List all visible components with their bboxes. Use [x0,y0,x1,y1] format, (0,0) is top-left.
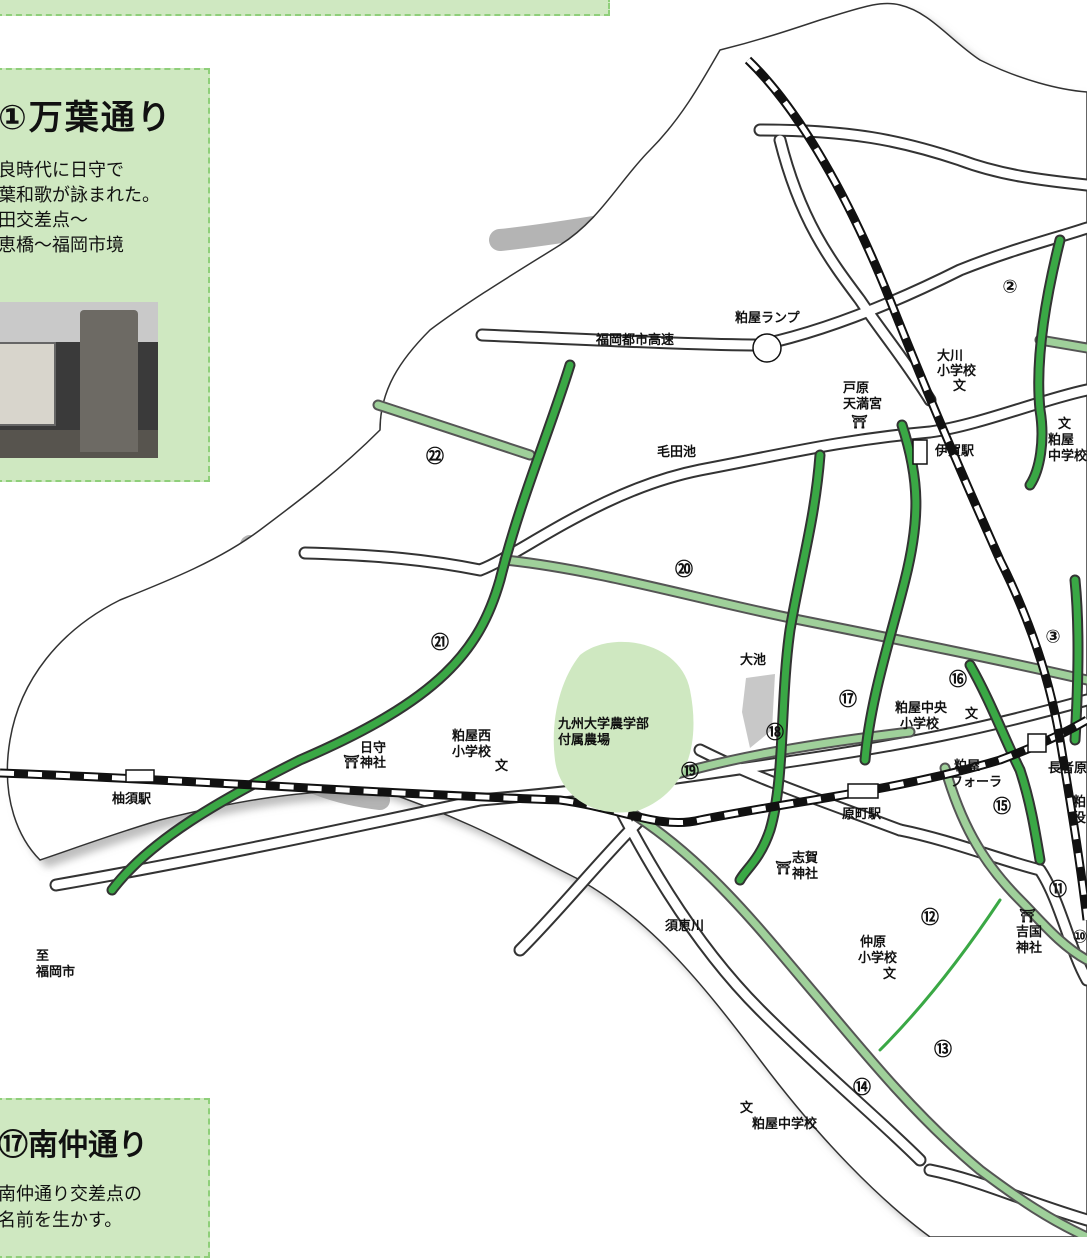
label-tobara-torii: ⛩ [851,414,868,430]
label-himori-torii: ⛩ [343,754,360,770]
label-forum-2: フォーラ [950,775,1002,790]
label-yusu-station: 柚須駅 [112,791,152,807]
stations [125,333,1047,799]
label-okawa-1: 大川 [937,348,963,364]
iga-station-mark [912,439,928,465]
label-lamp: 粕屋ランプ [735,310,801,326]
label-ohike: 大池 [740,652,766,668]
lamp-interchange [752,333,782,363]
manyo-description: 良時代に日守で 葉和歌が詠まれた。 田交差点～ 恵橋～福岡市境 [0,160,160,256]
minaminaka-description: 南仲通り交差点の 名前を生かす。 [0,1184,142,1231]
route-16-label: ⑯ [949,669,967,691]
route-11-label: ⑪ [1049,879,1067,901]
label-farm-2: 付属農場 [558,732,610,748]
label-keda-pond: 毛田池 [657,444,696,460]
label-farm-1: 九州大学農学部 [557,716,649,732]
manyo-monument-photo [0,302,158,458]
label-kasuya-jhs-2: 中学校 [1048,448,1087,464]
label-kasuya-nishi-bun: 文 [495,758,509,774]
label-chojabaru: 長者原 [1048,760,1087,776]
label-shiga-torii: ⛩ [775,860,792,876]
route-15-label: ⑮ [993,796,1011,818]
label-tobara-1: 戸原 [843,381,869,396]
label-forum-1: 粕屋 [954,758,980,774]
railways [0,56,1087,921]
label-shiga-2: 神社 [792,866,818,882]
label-to-fukuoka-2: 福岡市 [35,964,75,980]
label-expressway: 福岡都市高速 [595,332,674,348]
route-20-label: ⑳ [675,559,693,581]
route-number-labels: ② ③ ⑩ ⑪ ⑫ ⑬ ⑭ ⑮ ⑯ ⑰ ⑱ ⑲ ⑳ ㉑ ㉒ [426,277,1087,1099]
label-nakabaru-1: 仲原 [860,934,886,950]
label-nakabaru-2: 小学校 [858,950,898,966]
manyo-info-panel: ①万葉通り 良時代に日守で 葉和歌が詠まれた。 田交差点～ 恵橋～福岡市境 [0,68,210,482]
label-tobara-2: 天満宮 [843,396,882,412]
farm-area [553,641,694,813]
label-yoshikuni-1: 吉国 [1016,925,1042,940]
land-mass [6,2,1087,1237]
route-12-label: ⑫ [921,907,939,929]
label-yakuba-2: 役 [1073,810,1086,826]
label-kasuya-jhs-1: 粕屋 [1048,432,1074,448]
label-kasuya-jhs-bun: 文 [1058,416,1072,432]
label-okawa-2: 小学校 [937,363,977,379]
route-2-label: ② [1002,277,1017,298]
manyo-number-icon: ① [0,98,29,138]
label-kasuya-nishi-1: 粕屋西 [452,728,491,744]
label-shiga-1: 志賀 [792,850,818,866]
manyo-title: ①万葉通り [0,98,173,138]
label-sue-river: 須恵川 [664,918,704,934]
route-14-label: ⑭ [853,1077,871,1099]
route-18-label: ⑱ [766,722,784,744]
route-13-label: ⑬ [934,1039,952,1061]
label-kasuya-chuo-bun: 文 [965,706,979,722]
chojabaru-station-mark [1027,733,1047,753]
label-himori-1: 日守 [360,740,386,756]
label-kasuya-nishi-2: 小学校 [452,744,492,760]
routes-green [106,234,1084,1052]
route-22-label: ㉒ [426,446,444,468]
route-17-label: ⑰ [839,689,857,711]
roads-white [49,123,1087,1227]
label-yoshikuni-2: 神社 [1016,940,1042,956]
map-labels: 粕屋ランプ 福岡都市高速 大川 小学校 文 戸原 天満宮 ⛩ 伊賀駅 文 粕屋 … [35,310,1087,1132]
route-10-label: ⑩ [1072,927,1087,948]
label-to-fukuoka-1: 至 [36,949,49,964]
route-21-label: ㉑ [431,632,449,654]
label-yoshikuni-torii: ⛩ [1019,908,1036,924]
minaminaka-title: ⑰南仲通り [0,1128,148,1163]
label-iga-station: 伊賀駅 [934,443,975,459]
ohike-pond [742,674,775,748]
label-kasuya-chu-bun: 文 [740,1100,754,1116]
label-nakabaru-bun: 文 [883,966,897,982]
label-okawa-bun: 文 [953,378,967,394]
label-kasuya-chuo-2: 小学校 [900,716,940,732]
minaminaka-info-panel: ⑰南仲通り 南仲通り交差点の 名前を生かす。 [0,1098,210,1258]
harumachi-station-mark [847,783,879,799]
label-himori-2: 神社 [360,755,386,771]
label-kasuya-chuo-1: 粕屋中央 [895,700,948,716]
route-19-label: ⑲ [681,761,699,783]
label-yakuba-1: 粕 [1073,794,1086,810]
top-info-panel [0,0,610,16]
label-harumachi-station: 原町駅 [842,807,882,822]
yusu-station-mark [125,769,155,783]
route-3-label: ③ [1045,627,1060,648]
label-kasuya-chu: 粕屋中学校 [752,1116,818,1132]
